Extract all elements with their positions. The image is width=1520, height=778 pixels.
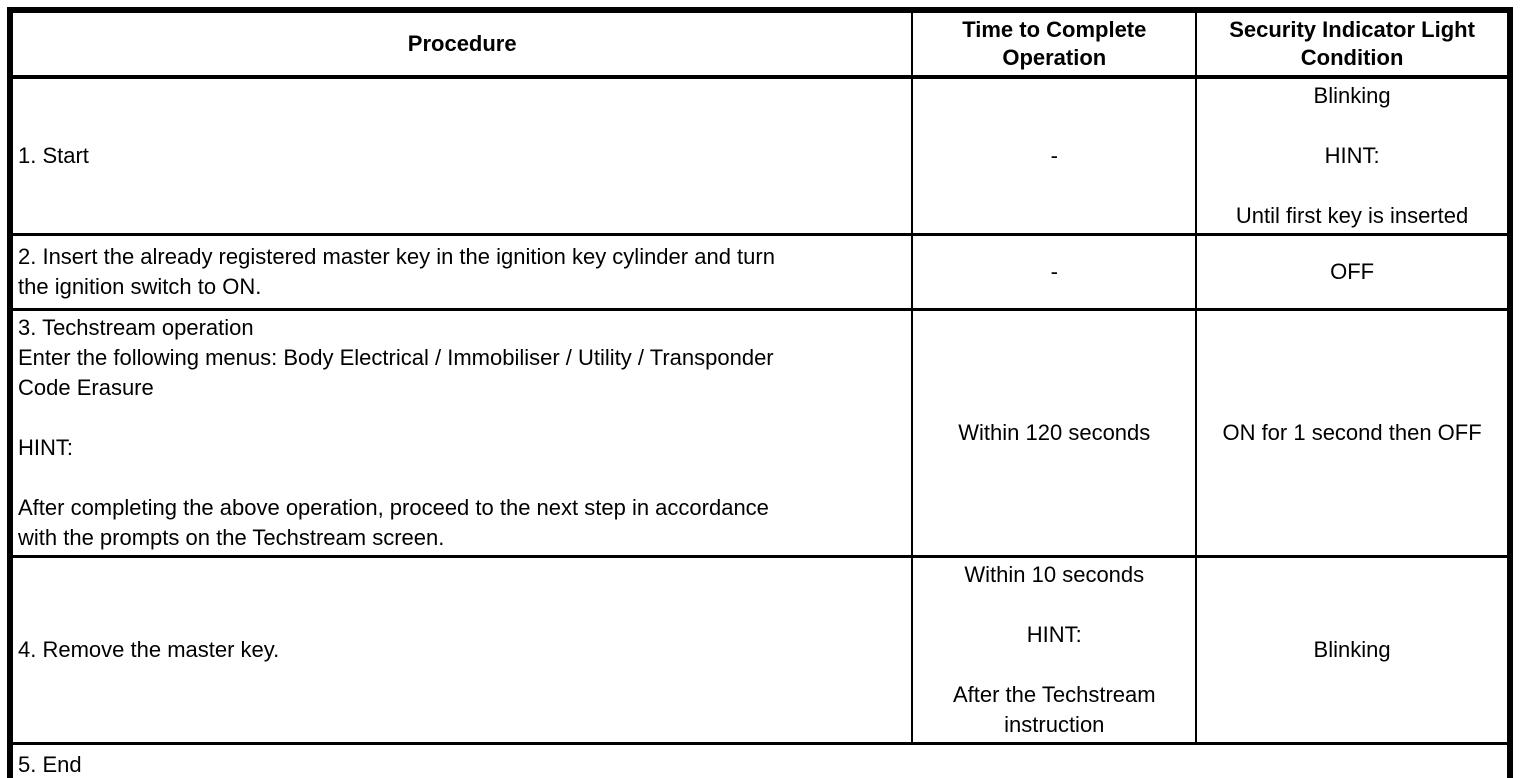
step2-security-cell: OFF <box>1195 233 1511 311</box>
column-header-procedure: Procedure <box>8 9 914 79</box>
step2-procedure-cell: 2. Insert the already registered master … <box>8 233 914 311</box>
step3-security-cell: ON for 1 second then OFF <box>1195 308 1511 558</box>
step4-time-cell: Within 10 seconds HINT: After the Techst… <box>911 555 1198 745</box>
table-row-step1: 1. Start - Blinking HINT: Until first ke… <box>8 75 1511 236</box>
step4-procedure-cell: 4. Remove the master key. <box>8 555 914 745</box>
step2-time-cell: - <box>911 233 1198 311</box>
step1-time-cell: - <box>911 75 1198 236</box>
table-row-step2: 2. Insert the already registered master … <box>8 233 1511 311</box>
step1-security-cell: Blinking HINT: Until first key is insert… <box>1195 75 1511 236</box>
step5-procedure-cell: 5. End <box>9 742 1511 778</box>
step1-procedure-cell: 1. Start <box>8 75 914 236</box>
procedure-table: Procedure Time to Complete Operation Sec… <box>7 7 1513 778</box>
column-header-security-indicator: Security Indicator Light Condition <box>1195 9 1511 79</box>
column-header-time-to-complete: Time to Complete Operation <box>911 9 1198 79</box>
step3-procedure-cell: 3. Techstream operation Enter the follow… <box>8 308 914 558</box>
step4-security-cell: Blinking <box>1195 555 1511 745</box>
table-row-step3: 3. Techstream operation Enter the follow… <box>8 308 1511 558</box>
table-row-step5: 5. End <box>9 742 1511 778</box>
table-header-row: Procedure Time to Complete Operation Sec… <box>8 9 1511 79</box>
step3-time-cell: Within 120 seconds <box>911 308 1198 558</box>
table-row-step4: 4. Remove the master key. Within 10 seco… <box>8 555 1511 745</box>
